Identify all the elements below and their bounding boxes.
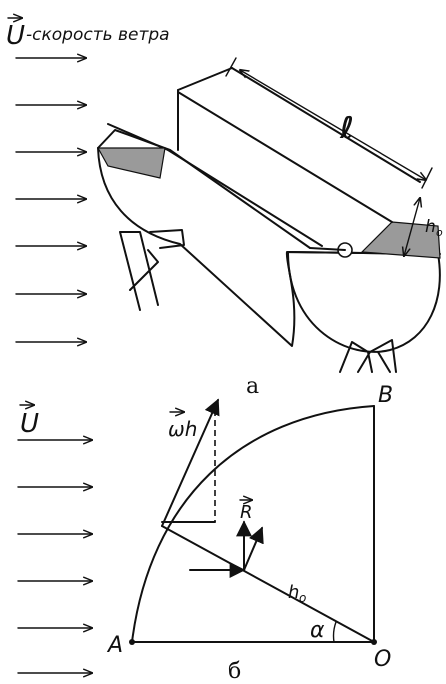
wind-arrows-bottom [17, 440, 92, 673]
wind-velocity-label: U -скорость ветра [6, 18, 170, 51]
point-b-label: B [378, 383, 393, 408]
point-a-marker [129, 639, 135, 645]
wind-arrows-top [15, 58, 86, 342]
radius-label: h [288, 582, 299, 603]
radius-label-subscript: o [299, 591, 306, 605]
force-r-normal [243, 526, 264, 571]
quarter-arc [131, 405, 375, 643]
height-label-subscript: o [436, 226, 443, 239]
wind-vector-symbol: U [20, 409, 39, 439]
height-dimension: h o [404, 198, 443, 256]
point-o-label: O [374, 647, 391, 672]
point-o-marker [371, 639, 377, 645]
alpha-label: α [310, 618, 325, 643]
force-r-label: R [240, 502, 253, 523]
wind-velocity-label-bottom: U [19, 405, 39, 439]
tangential-velocity-vector [161, 398, 220, 527]
wind-vector-symbol: U [6, 21, 25, 51]
left-end-shading [96, 147, 166, 179]
inclined-radius [161, 525, 375, 643]
wind-speed-caption: -скорость ветра [26, 25, 170, 45]
angle-arc [332, 621, 337, 643]
bottom-panel: U ωh R h [17, 383, 393, 684]
length-label: ℓ [339, 111, 354, 146]
length-dimension: ℓ [225, 57, 433, 189]
point-a-label: A [106, 633, 123, 658]
top-panel: U -скорость ветра [6, 18, 443, 399]
semicylinder-trough [96, 67, 441, 353]
panel-b-label: б [228, 659, 241, 684]
height-label: h [425, 217, 436, 237]
panel-a-label: а [246, 374, 259, 399]
trough-support [119, 229, 397, 373]
omega-h-label: ωh [168, 417, 197, 441]
